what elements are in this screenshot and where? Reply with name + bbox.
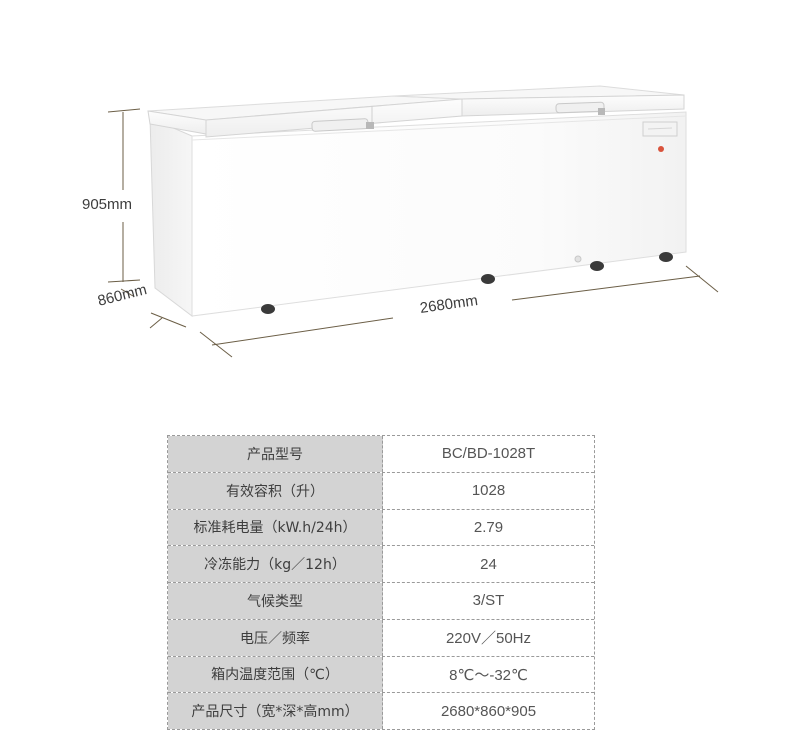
spec-row-freezing-capacity: 冷冻能力（kg／12h） 24 [168, 545, 594, 582]
spec-value: 8℃～-32℃ [449, 666, 528, 684]
lid-handle-left [311, 118, 374, 132]
spec-row-capacity: 有效容积（升） 1028 [168, 471, 594, 509]
spec-row-model: 产品型号 BC/BD-1028T [168, 436, 594, 472]
freezer-illustration [107, 85, 719, 358]
spec-row-climate-class: 气候类型 3/ST [168, 582, 594, 619]
height-dimension-line [107, 108, 141, 283]
spec-row-power-consumption: 标准耗电量（kW.h/24h） 2.79 [168, 508, 594, 546]
control-panel [642, 121, 678, 137]
freezer-figure: 905mm 860mm 2680mm [82, 85, 719, 358]
height-dimension-label: 905mm [82, 196, 133, 213]
spec-value: 1028 [471, 482, 506, 500]
spec-value: 2680*860*905 [440, 702, 537, 720]
freezer-front-panel [191, 111, 687, 317]
drain-plug [574, 255, 582, 263]
spec-label: 产品尺寸（宽*深*高mm） [168, 693, 383, 729]
width-dimension-line [199, 265, 719, 358]
spec-label: 有效容积（升） [168, 472, 383, 509]
brand-logo [658, 146, 664, 152]
spec-label: 产品型号 [168, 436, 383, 472]
spec-value: 3/ST [472, 592, 505, 610]
spec-value: 24 [480, 555, 497, 573]
spec-label: 标准耗电量（kW.h/24h） [168, 509, 383, 546]
spec-label: 电压／频率 [168, 619, 383, 656]
caster-wheels [261, 252, 673, 314]
spec-value: 2.79 [473, 518, 504, 536]
depth-dimension-line [120, 288, 187, 329]
spec-row-temperature-range: 箱内温度范围（℃） 8℃～-32℃ [168, 655, 594, 693]
spec-value: BC/BD-1028T [441, 445, 536, 463]
freezer-left-side [149, 117, 193, 318]
spec-row-voltage-frequency: 电压／频率 220V／50Hz [168, 618, 594, 656]
spec-label: 冷冻能力（kg／12h） [168, 546, 383, 582]
spec-table: 产品型号 BC/BD-1028T 有效容积（升） 1028 标准耗电量（kW.h… [167, 435, 595, 730]
lid-handle-right [555, 101, 605, 115]
spec-label: 气候类型 [168, 583, 383, 619]
spec-label: 箱内温度范围（℃） [168, 656, 383, 693]
freezer-lids [147, 85, 685, 138]
spec-row-dimensions: 产品尺寸（宽*深*高mm） 2680*860*905 [168, 692, 594, 729]
spec-value: 220V／50Hz [445, 630, 532, 648]
